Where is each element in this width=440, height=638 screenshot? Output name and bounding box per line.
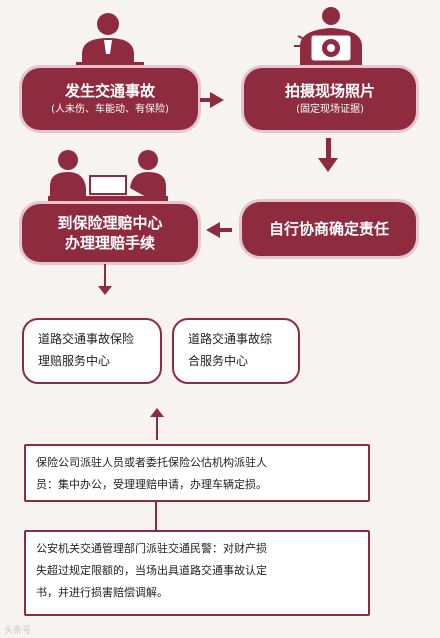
step-insurance-title-2: 办理理赔手续 xyxy=(64,234,155,252)
connector-line xyxy=(155,502,157,530)
step-accident-subtitle: (人未伤、车能动、有保险) xyxy=(51,104,169,115)
note-police-line-1: 公安机关交通管理部门派驻交通民警：对财产损 xyxy=(36,542,267,555)
note-police-line-2: 失超过规定限额的，当场出具道路交通事故认定 xyxy=(36,564,267,577)
note-police: 公安机关交通管理部门派驻交通民警：对财产损 失超过规定限额的，当场出具道路交通事… xyxy=(24,530,370,616)
arrow-down xyxy=(318,158,338,172)
watermark: 头条号 xyxy=(4,626,32,636)
arrow-left-shaft xyxy=(218,228,232,232)
note-insurer: 保险公司派驻人员或者委托保险公估机构派驻人 员：集中办公，受理理赔申请，办理车辆… xyxy=(24,444,370,502)
step-negotiate-title: 自行协商确定责任 xyxy=(268,220,389,238)
step-negotiate: 自行协商确定责任 xyxy=(242,202,416,256)
step-photos-title: 拍摄现场照片 xyxy=(284,82,375,100)
thin-arrow-down-head xyxy=(98,286,112,295)
step-insurance: 到保险理赔中心 办理理赔手续 xyxy=(22,204,198,262)
step-insurance-title-1: 到保险理赔中心 xyxy=(57,214,163,232)
camera-photographer-icon xyxy=(294,7,362,66)
center-road-insurance: 道路交通事故保险 理赔服务中心 xyxy=(22,318,162,384)
center-general-service: 道路交通事故综 合服务中心 xyxy=(172,318,300,384)
thin-arrow-up-head xyxy=(150,408,164,417)
note-insurer-line-1: 保险公司派驻人员或者委托保险公估机构派驻人 xyxy=(36,456,267,469)
arrow-down-shaft xyxy=(326,138,331,160)
step-accident: 发生交通事故 (人未伤、车能动、有保险) xyxy=(22,68,198,130)
note-insurer-line-2: 员：集中办公，受理理赔申请，办理车辆定损。 xyxy=(36,478,267,491)
center-road-line-2: 理赔服务中心 xyxy=(38,354,111,368)
step-photos-subtitle: (固定现场证据) xyxy=(296,104,364,115)
arrow-right xyxy=(210,92,224,108)
center-general-line-2: 合服务中心 xyxy=(188,354,249,368)
step-accident-title: 发生交通事故 xyxy=(64,82,155,100)
note-police-line-3: 书，并进行损害赔偿调解。 xyxy=(36,586,168,599)
step-photos: 拍摄现场照片 (固定现场证据) xyxy=(244,68,416,130)
center-road-line-1: 道路交通事故保险 xyxy=(38,332,135,346)
thin-arrow-up-shaft xyxy=(156,416,158,440)
center-general-line-1: 道路交通事故综 xyxy=(188,332,273,346)
thin-arrow-down-shaft xyxy=(104,264,106,290)
meeting-icon xyxy=(48,150,168,208)
arrow-right-shaft xyxy=(200,98,212,102)
arrow-left xyxy=(206,222,220,238)
